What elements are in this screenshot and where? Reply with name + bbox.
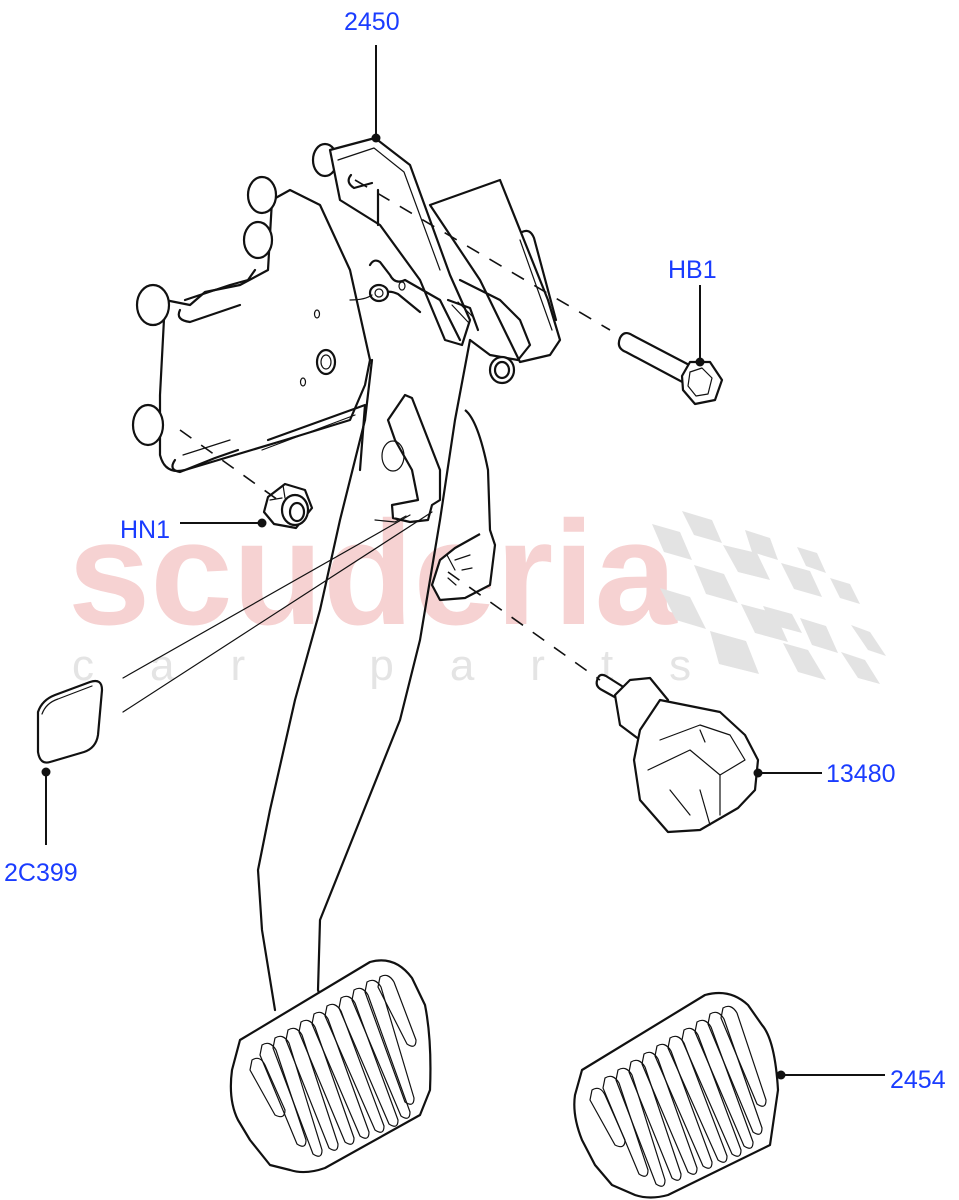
callout-2454[interactable]: 2454	[890, 1066, 946, 1094]
bracket-main-plate	[131, 142, 372, 474]
callout-2c399[interactable]: 2C399	[4, 859, 78, 887]
callout-hb1[interactable]: HB1	[668, 256, 717, 284]
pad-2c399	[36, 679, 104, 764]
pivot-hardware	[349, 278, 532, 385]
pedal-arm	[256, 338, 497, 1012]
switch-alignment-line	[447, 571, 601, 681]
leader-lines	[41, 45, 885, 1080]
pad-location-lines	[122, 511, 433, 713]
bolt-hb1	[617, 331, 724, 406]
callout-hn1[interactable]: HN1	[120, 516, 171, 544]
callout-2450[interactable]: 2450	[344, 8, 400, 36]
pedal-pad-right	[573, 991, 780, 1199]
callout-13480[interactable]: 13480	[826, 760, 896, 788]
pedal-pad-left	[229, 959, 432, 1174]
nut-alignment-line	[179, 429, 279, 501]
stop-lamp-switch-13480	[595, 673, 760, 834]
bolt-alignment-line	[354, 179, 611, 331]
nut-hn1	[262, 482, 314, 530]
